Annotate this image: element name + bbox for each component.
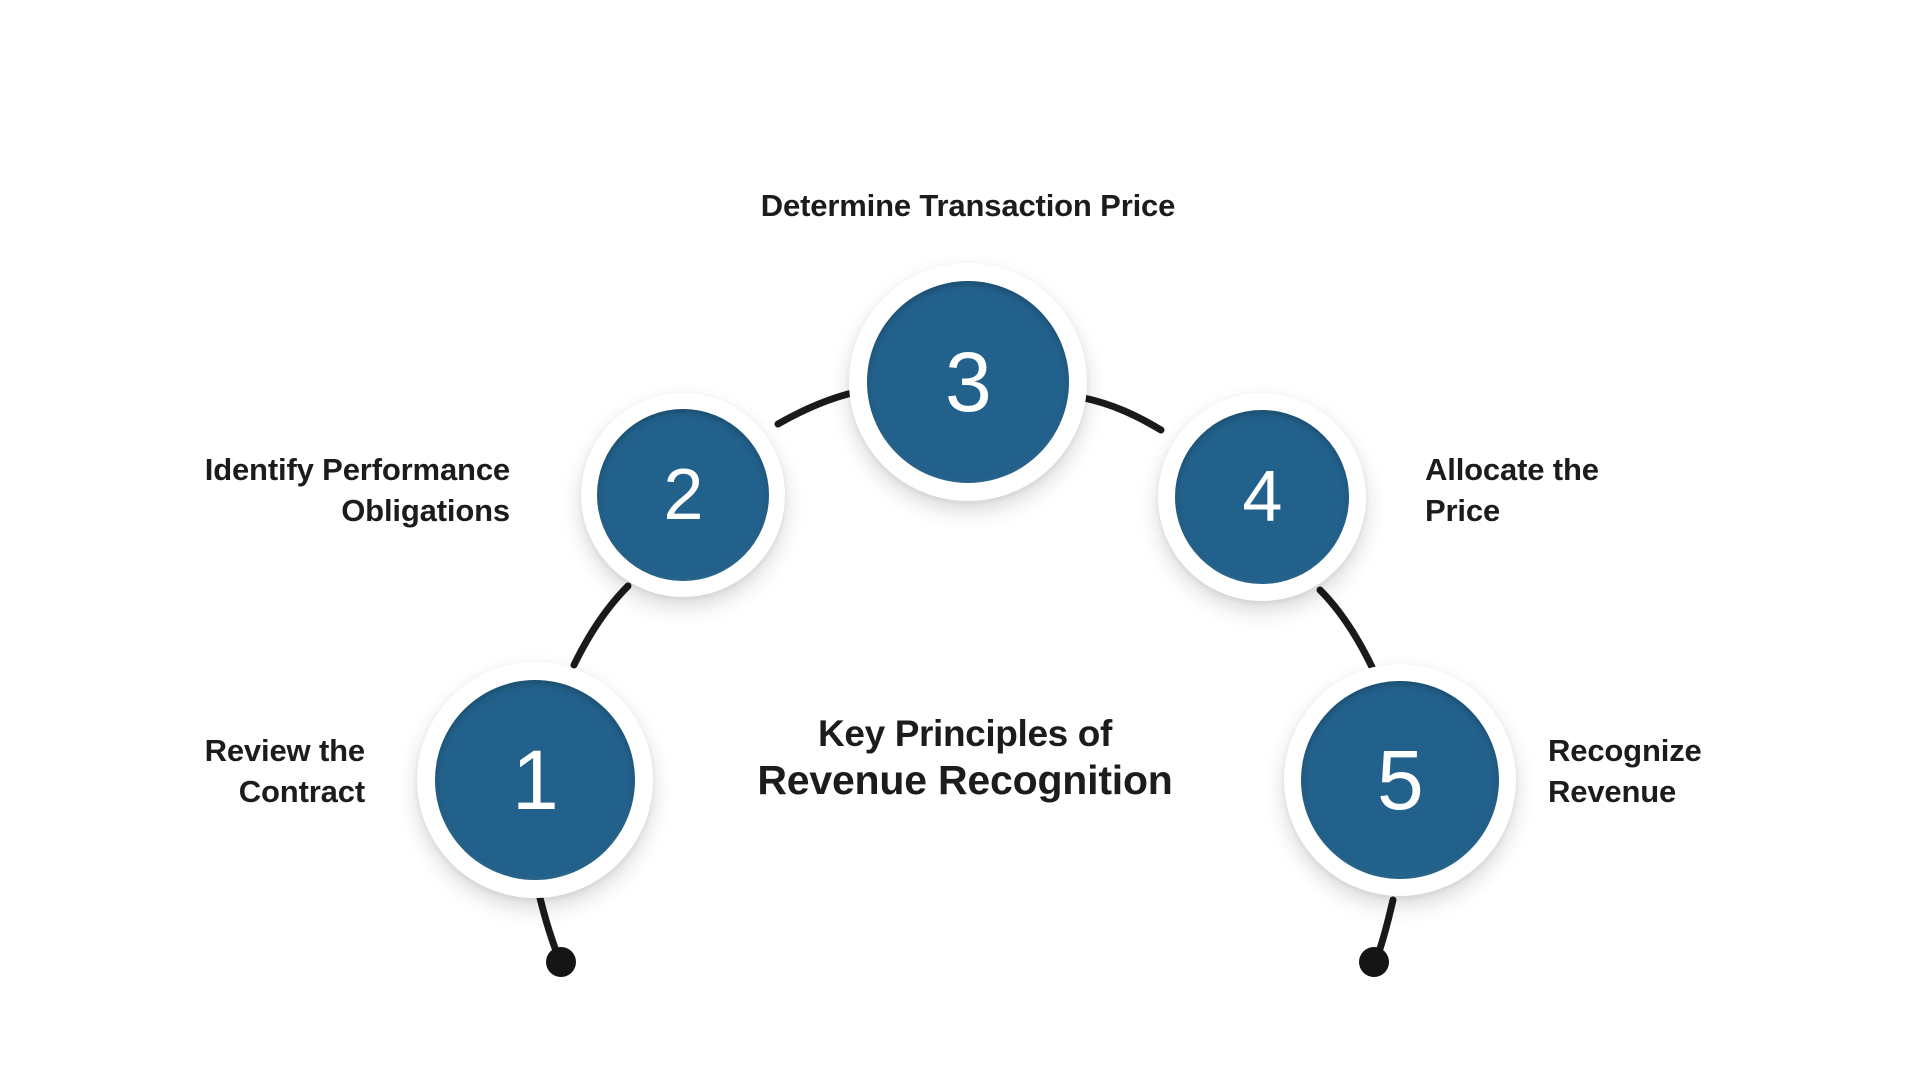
diagram-center-title: Key Principles of Revenue Recognition	[710, 712, 1220, 805]
step-label-2-line-1: Identify Performance	[204, 452, 510, 487]
step-disc-1: 1	[435, 680, 635, 880]
step-disc-4: 4	[1175, 410, 1349, 584]
step-label-5-line-2: Revenue	[1548, 774, 1677, 810]
step-label-4-line-1: Allocate the	[1425, 452, 1599, 487]
step-node-2[interactable]: 2	[581, 393, 785, 597]
connector-2-to-3	[774, 388, 860, 428]
step-node-4[interactable]: 4	[1158, 393, 1366, 601]
step-label-1-line-2: Contract	[238, 774, 365, 810]
step-label-5: Recognize Revenue	[1548, 730, 1878, 812]
step-node-3[interactable]: 3	[849, 263, 1087, 501]
step-node-1[interactable]: 1	[417, 662, 653, 898]
step-number-4: 4	[1242, 457, 1282, 537]
step-label-1-line-1: Review the	[204, 733, 366, 768]
step-label-3: Determine Transaction Price	[608, 185, 1328, 226]
step-label-4-line-2: Price	[1425, 493, 1501, 529]
connector-end-dot	[1359, 947, 1389, 977]
connector-4-to-5	[1316, 586, 1376, 671]
step-label-1: Review the Contract	[60, 730, 366, 812]
step-disc-2: 2	[597, 409, 769, 581]
step-label-4: Allocate the Price	[1425, 449, 1755, 531]
connector-3-to-4	[1080, 394, 1165, 434]
step-label-5-line-1: Recognize	[1548, 733, 1702, 768]
step-disc-3: 3	[867, 281, 1069, 483]
connector-start-dot	[546, 947, 576, 977]
step-node-5[interactable]: 5	[1284, 664, 1516, 896]
connector-1-to-2	[570, 582, 632, 669]
step-label-2-line-2: Obligations	[341, 493, 510, 529]
diagram-center-title-line-2: Revenue Recognition	[757, 757, 1173, 804]
step-disc-5: 5	[1301, 681, 1499, 879]
step-number-1: 1	[512, 733, 559, 827]
diagram-center-title-line-1: Key Principles of	[818, 713, 1112, 754]
step-number-3: 3	[945, 335, 992, 429]
step-number-2: 2	[663, 455, 703, 535]
step-number-5: 5	[1377, 733, 1424, 827]
step-label-3-line-1: Determine Transaction Price	[760, 188, 1176, 223]
step-label-2: Identify Performance Obligations	[30, 449, 510, 531]
